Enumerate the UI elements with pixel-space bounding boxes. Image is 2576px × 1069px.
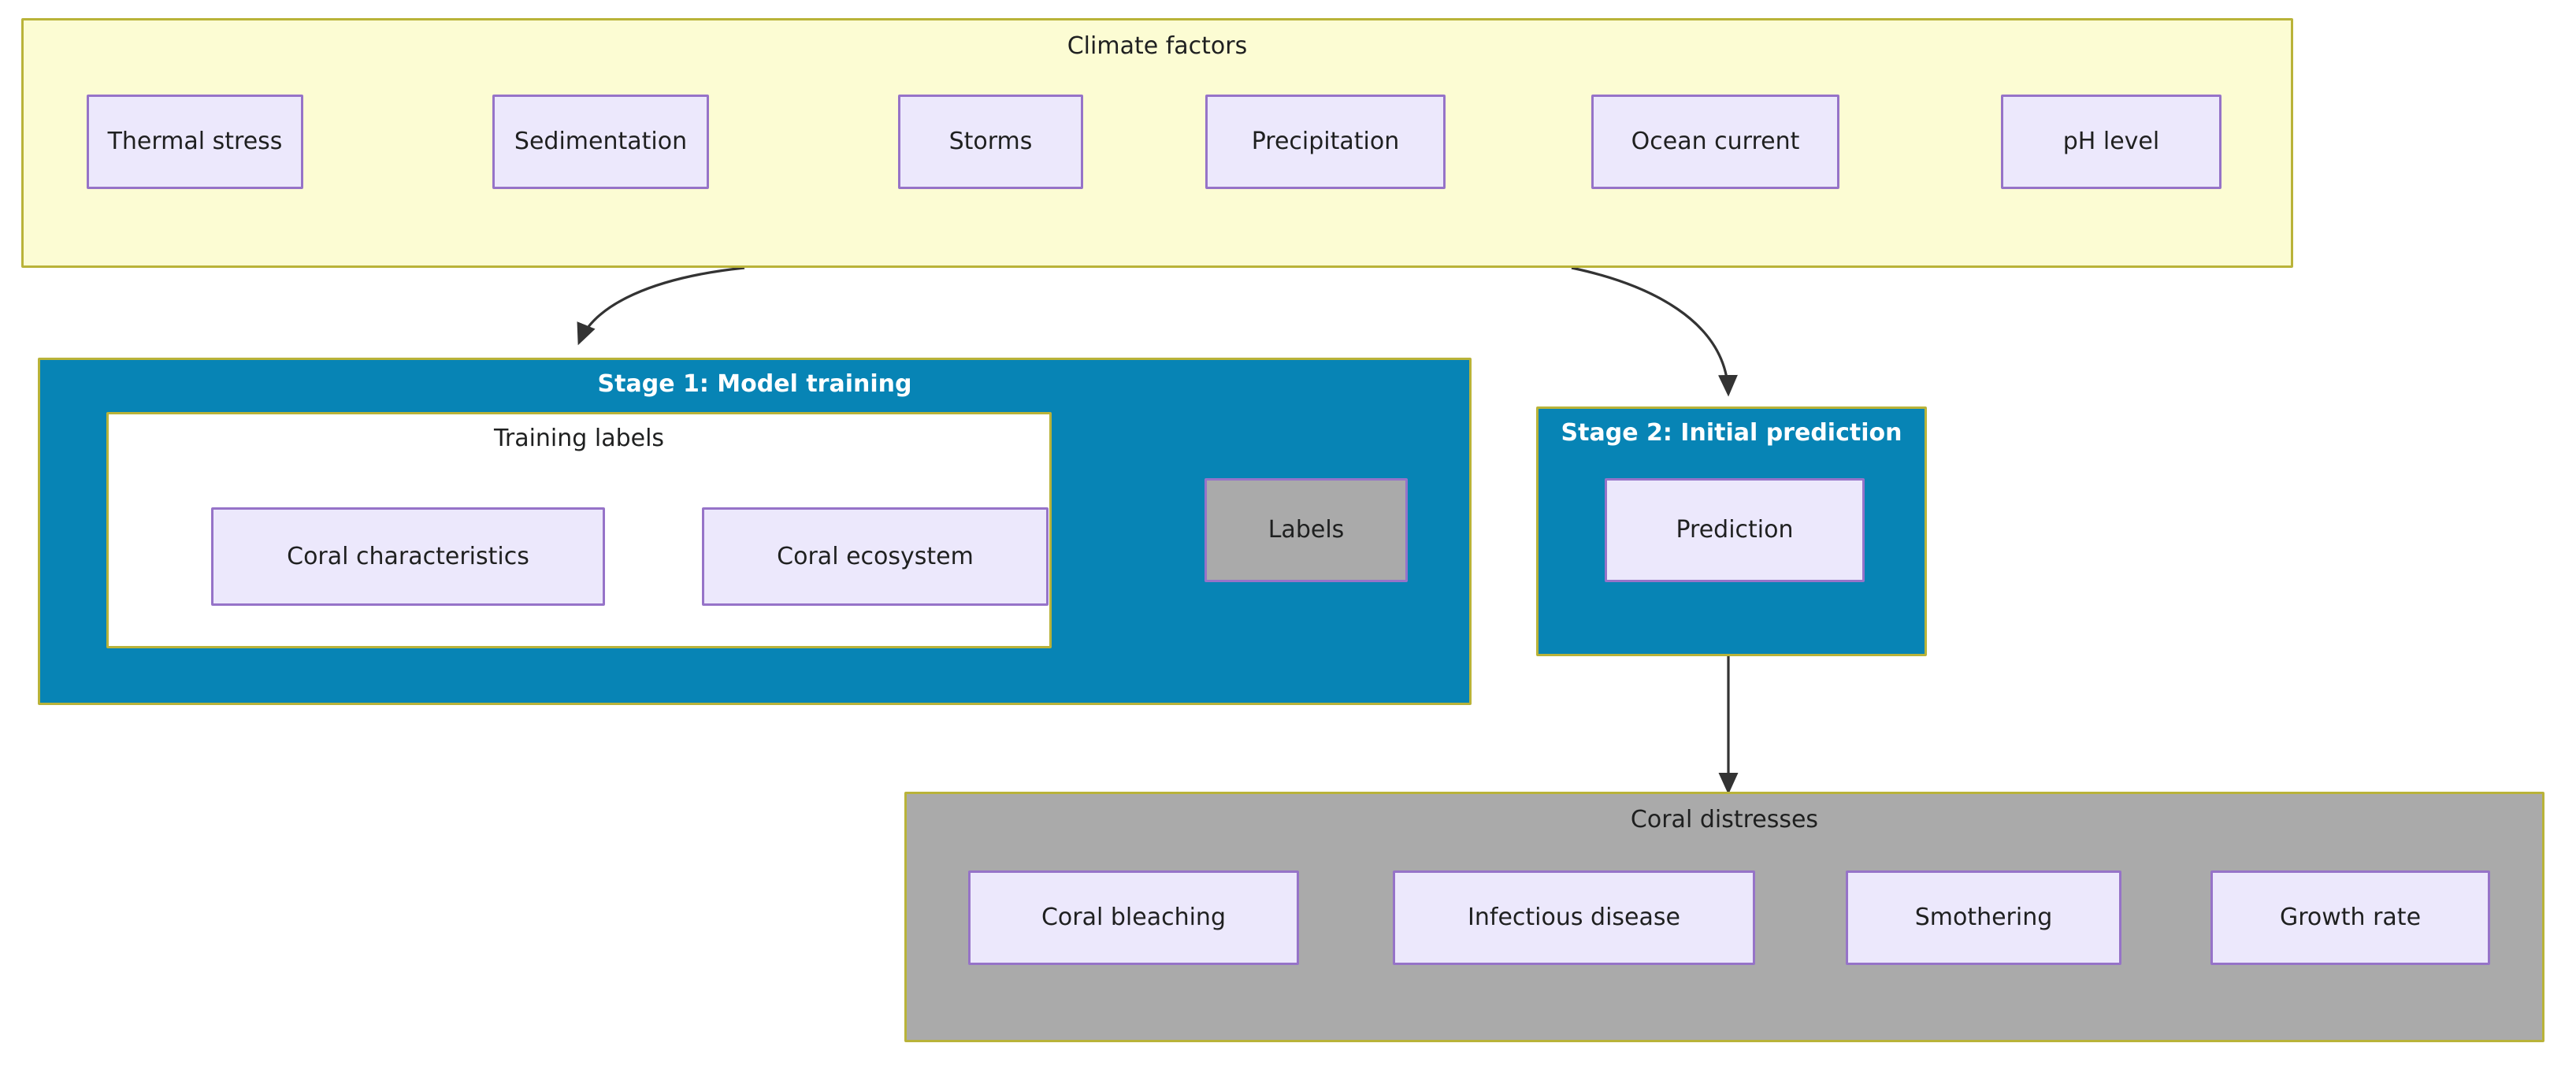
- climate-factors-title: Climate factors: [1067, 32, 1248, 60]
- stage-1-title: Stage 1: Model training: [597, 370, 912, 398]
- node-growth-rate[interactable]: Growth rate: [2210, 870, 2490, 965]
- stage-2-title: Stage 2: Initial prediction: [1561, 419, 1902, 447]
- subgraph-training-labels: Training labels Coral characteristics Co…: [106, 412, 1052, 648]
- coral-distresses-title: Coral distresses: [1630, 806, 1819, 833]
- node-coral-characteristics[interactable]: Coral characteristics: [211, 507, 605, 606]
- training-labels-title: Training labels: [493, 425, 665, 452]
- node-prediction[interactable]: Prediction: [1605, 478, 1865, 582]
- edge-climate-to-stage1: [577, 266, 745, 346]
- node-storms[interactable]: Storms: [898, 95, 1083, 189]
- node-infectious-disease[interactable]: Infectious disease: [1393, 870, 1755, 965]
- node-ph-level[interactable]: pH level: [2001, 95, 2222, 189]
- subgraph-stage-1: Stage 1: Model training Training labels …: [38, 358, 1472, 705]
- node-smothering[interactable]: Smothering: [1846, 870, 2121, 965]
- node-thermal-stress[interactable]: Thermal stress: [87, 95, 303, 189]
- node-sedimentation[interactable]: Sedimentation: [492, 95, 709, 189]
- subgraph-stage-2: Stage 2: Initial prediction Prediction: [1536, 406, 1927, 656]
- subgraph-coral-distresses: Coral distresses Coral bleaching Infecti…: [904, 792, 2544, 1042]
- node-coral-ecosystem[interactable]: Coral ecosystem: [702, 507, 1049, 606]
- node-labels[interactable]: Labels: [1204, 478, 1408, 582]
- subgraph-climate-factors: Climate factors Thermal stress Sedimenta…: [21, 18, 2293, 268]
- node-ocean-current[interactable]: Ocean current: [1591, 95, 1839, 189]
- node-precipitation[interactable]: Precipitation: [1205, 95, 1446, 189]
- node-coral-bleaching[interactable]: Coral bleaching: [968, 870, 1299, 965]
- edge-climate-to-stage2: [1571, 266, 1738, 397]
